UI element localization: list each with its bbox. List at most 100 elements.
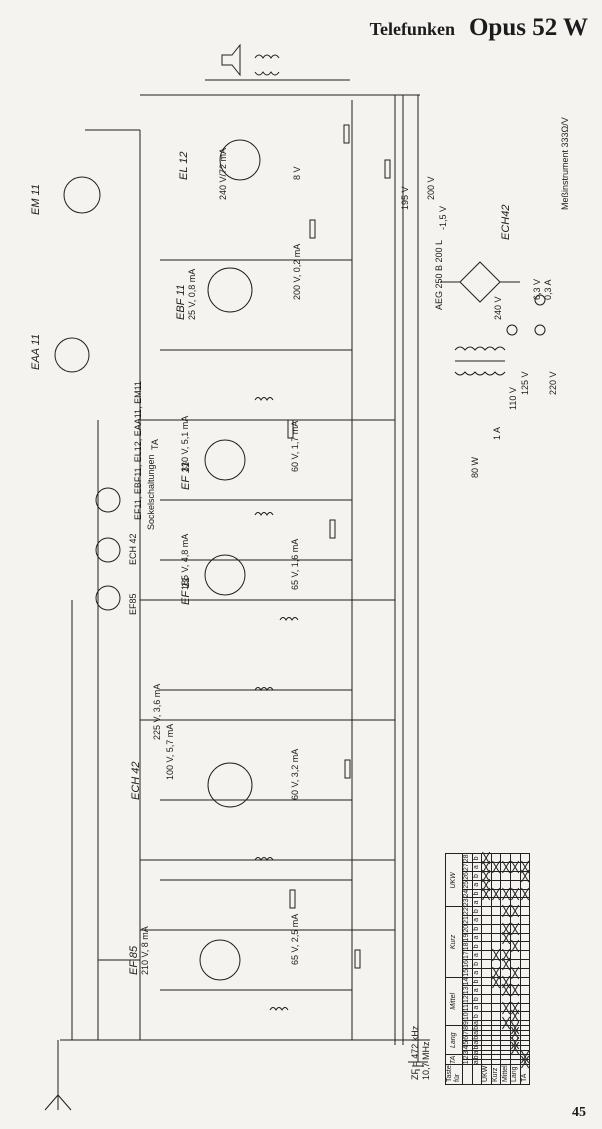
socket-title: Sockelschaltungen: [146, 454, 156, 530]
voltage-330-label: 330 V, 5,1 mA: [180, 415, 190, 472]
switch-sub-17: b: [472, 941, 482, 951]
switch-empty-cell: [481, 985, 492, 995]
switch-empty-cell: [491, 1011, 501, 1021]
tube-label-em: EM 11: [30, 184, 42, 215]
switch-mark-cell: [500, 889, 511, 898]
switch-column-27: 27: [462, 862, 473, 872]
switch-sub-22: a: [472, 897, 482, 907]
page-number: 45: [572, 1105, 586, 1120]
switch-empty-cell: [491, 1040, 501, 1046]
switch-mark-cell: [510, 889, 521, 898]
switch-column-11: 11: [462, 1003, 473, 1012]
switch-empty-cell: [491, 906, 501, 916]
switch-mark-cell: [491, 968, 501, 978]
switch-empty-cell: [520, 1020, 530, 1026]
switch-mark-cell: [520, 889, 530, 898]
switch-mark-cell: [491, 889, 501, 898]
switch-mark-cell: [481, 853, 492, 863]
voltage-neg15-label: -1,5 V: [438, 205, 448, 230]
tube-label-ech: ECH 42: [130, 761, 142, 800]
switch-group-0: TA: [445, 1054, 463, 1065]
switch-table-sub-corner: [472, 1064, 482, 1085]
voltage-185-label: 185 V, 4,8 mA: [180, 533, 190, 590]
switch-empty-cell: [520, 915, 530, 925]
switch-empty-cell: [510, 994, 521, 1004]
lamp-current-label: 0,3 A: [543, 279, 553, 300]
switch-empty-cell: [491, 1054, 501, 1060]
switch-empty-cell: [481, 915, 492, 925]
switch-empty-cell: [481, 959, 492, 969]
switch-empty-cell: [481, 994, 492, 1004]
switch-group-4: UKW: [445, 853, 463, 907]
tube-label-ech-right: ECH42: [500, 204, 512, 240]
switch-mark-cell: [481, 862, 492, 872]
switch-empty-cell: [520, 959, 530, 969]
switch-empty-cell: [520, 1040, 530, 1046]
switch-mark-cell: [500, 1003, 511, 1012]
switch-column-26: 26: [462, 871, 473, 881]
switch-empty-cell: [520, 933, 530, 942]
switch-empty-cell: [520, 1045, 530, 1051]
switch-table-row: TA: [520, 853, 530, 1085]
switch-column-25: 25: [462, 880, 473, 890]
switch-empty-cell: [481, 1045, 492, 1051]
switch-table-row: Kurz: [491, 853, 501, 1085]
switch-sub-9: b: [472, 1011, 482, 1021]
switch-empty-cell: [491, 1035, 501, 1041]
switch-table-title: Taste für: [445, 1064, 463, 1085]
switch-empty-cell: [520, 853, 530, 863]
switch-column-28: 28: [462, 853, 473, 863]
switch-empty-cell: [481, 1030, 492, 1036]
voltage-60-label: 60 V, 1,7 mA: [290, 420, 300, 472]
switch-mark-cell: [500, 862, 511, 872]
switch-mark-cell: [510, 862, 521, 872]
switch-empty-cell: [520, 1003, 530, 1012]
switch-mark-cell: [510, 1025, 521, 1031]
switch-sub-24: a: [472, 880, 482, 890]
switch-empty-cell: [481, 1040, 492, 1046]
switch-mark-cell: [510, 1003, 521, 1012]
tube-label-eaa: EAA 11: [30, 333, 42, 370]
switch-sub-11: b: [472, 994, 482, 1004]
switch-mark-cell: [510, 1040, 521, 1046]
switch-sub-19: b: [472, 924, 482, 934]
switch-empty-cell: [481, 924, 492, 934]
switch-mark-cell: [520, 862, 530, 872]
voltage-240b-label: 240 V: [493, 296, 503, 320]
switch-empty-cell: [500, 1045, 511, 1051]
switch-column-21: 21: [462, 915, 473, 925]
switch-sub-20: a: [472, 915, 482, 925]
switch-empty-cell: [491, 1030, 501, 1036]
switch-table-row: Lang: [510, 853, 521, 1085]
switch-empty-cell: [481, 941, 492, 951]
switch-empty-cell: [520, 977, 530, 986]
switch-row-label: Kurz: [491, 1064, 501, 1085]
tube-label-ef85: EF 85: [128, 945, 140, 975]
switch-empty-cell: [500, 853, 511, 863]
voltage-200-label: 200 V: [426, 176, 436, 200]
switch-row-label: Lang: [510, 1064, 521, 1085]
ta-label: TA: [150, 439, 160, 450]
switch-column-10: 10: [462, 1011, 473, 1021]
switch-mark-cell: [510, 985, 521, 995]
switch-mark-cell: [500, 924, 511, 934]
switch-sub-16: a: [472, 950, 482, 960]
switch-empty-cell: [481, 1003, 492, 1012]
switch-sub-14: a: [472, 968, 482, 978]
switch-group-2: Mittel: [445, 977, 463, 1026]
switch-column-2: 2: [462, 1054, 473, 1060]
voltage-8-label: 8 V: [292, 166, 302, 180]
switch-mark-cell: [520, 1054, 530, 1060]
voltage-200b-label: 200 V, 0,2 mA: [292, 243, 302, 300]
switch-empty-cell: [500, 1059, 511, 1065]
watts-label: 80 W: [470, 456, 480, 478]
switch-empty-cell: [481, 1020, 492, 1026]
switch-empty-cell: [481, 1050, 492, 1055]
switch-column-6: 6: [462, 1035, 473, 1041]
switch-sub-15: b: [472, 959, 482, 969]
voltage-110-label: 110 V: [508, 387, 518, 410]
switch-column-18: 18: [462, 941, 473, 951]
switch-mark-cell: [500, 1020, 511, 1026]
